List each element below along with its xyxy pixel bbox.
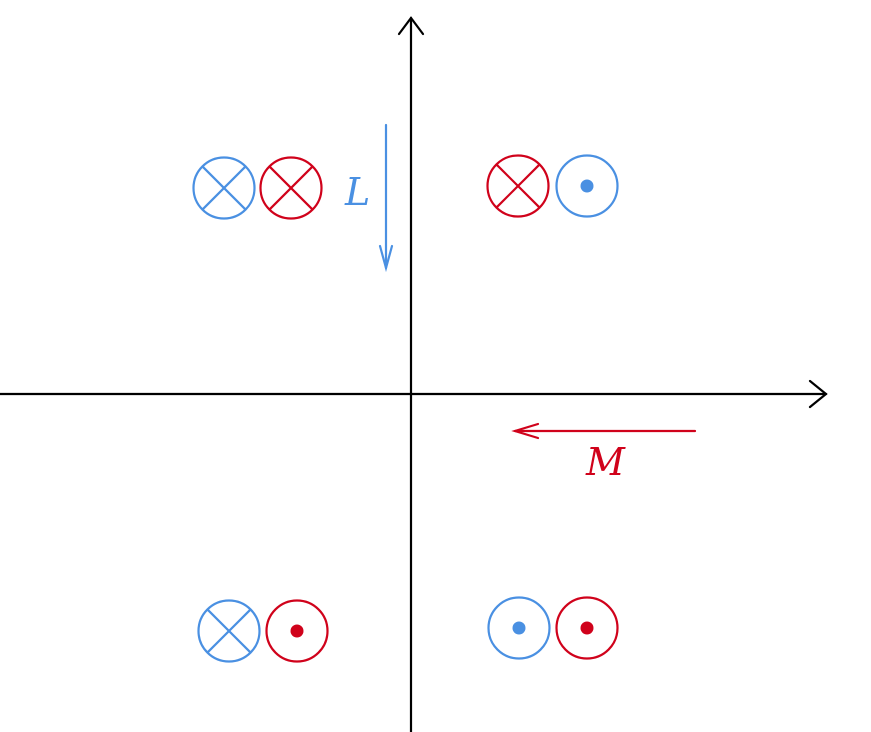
quadrant-top-left-symbols xyxy=(192,156,323,220)
m-arrow-head xyxy=(511,422,540,440)
symbol-dot xyxy=(512,621,526,635)
x-axis-arrowhead xyxy=(808,379,828,409)
symbol-cross-stroke xyxy=(206,608,252,654)
blue-dot-symbol xyxy=(555,154,619,218)
symbol-dot xyxy=(580,179,594,193)
quadrant-bottom-left-symbols xyxy=(197,599,329,663)
red-cross-symbol xyxy=(486,154,550,218)
blue-dot-symbol xyxy=(487,596,551,660)
y-axis-arrowhead xyxy=(397,16,425,36)
symbol-cross-stroke xyxy=(201,165,247,211)
m-label: M xyxy=(585,440,626,484)
l-arrow-head xyxy=(378,244,394,273)
red-cross-symbol xyxy=(259,156,323,220)
symbol-cross-stroke xyxy=(495,163,541,209)
symbol-circle xyxy=(555,154,619,218)
symbol-circle xyxy=(265,599,329,663)
symbol-dot xyxy=(580,621,594,635)
symbol-circle xyxy=(197,599,261,663)
red-dot-symbol xyxy=(555,596,619,660)
m-vector xyxy=(511,422,697,440)
symbol-circle xyxy=(259,156,323,220)
symbol-dot xyxy=(290,624,304,638)
l-vector xyxy=(378,123,394,273)
red-dot-symbol xyxy=(265,599,329,663)
symbol-circle xyxy=(555,596,619,660)
axes xyxy=(0,16,828,732)
l-label: L xyxy=(344,170,370,214)
blue-cross-symbol xyxy=(197,599,261,663)
quadrant-top-right-symbols xyxy=(486,154,619,218)
symbol-cross-stroke xyxy=(268,165,314,211)
quadrant-bottom-right-symbols xyxy=(487,596,619,660)
symbol-circle xyxy=(192,156,256,220)
symbol-circle xyxy=(486,154,550,218)
blue-cross-symbol xyxy=(192,156,256,220)
symbol-circle xyxy=(487,596,551,660)
